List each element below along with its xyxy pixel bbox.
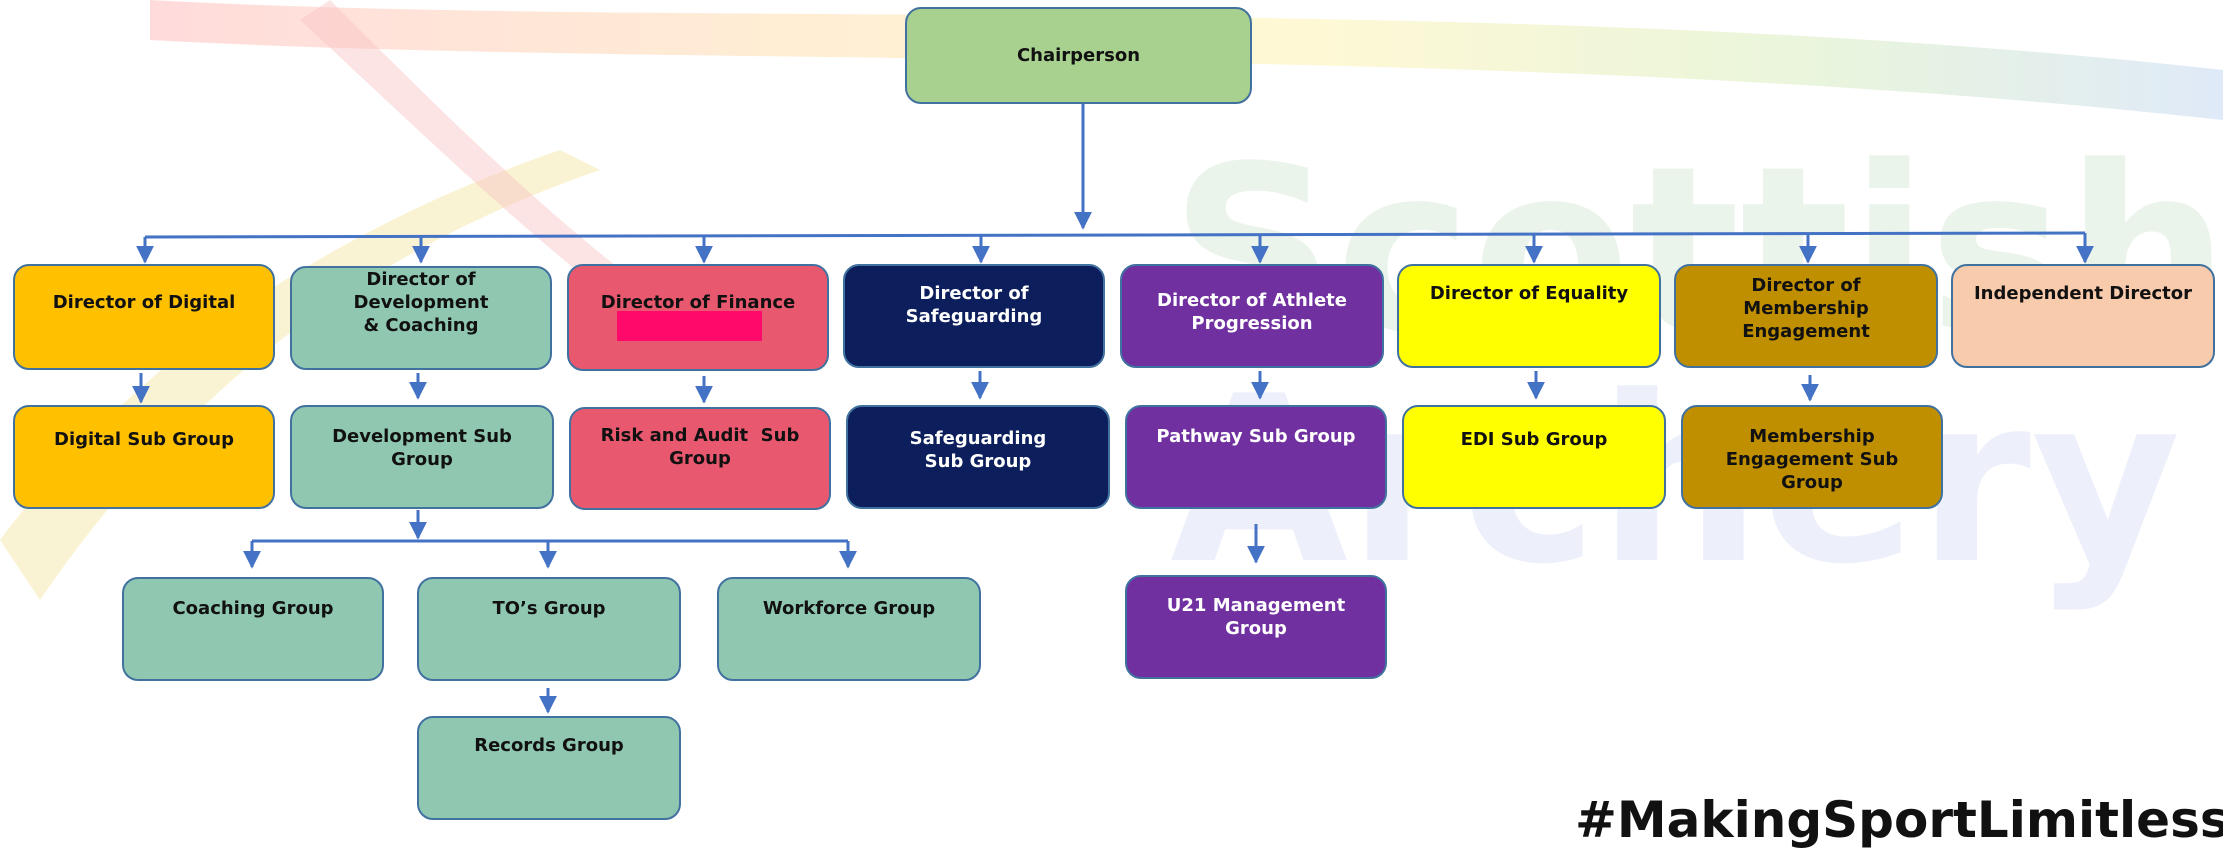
- group-records-box: Records Group: [417, 716, 681, 820]
- subgroup-development-label: Development Sub Group: [332, 426, 512, 470]
- group-coaching-label: Coaching Group: [172, 598, 334, 619]
- group-tos-label: TO’s Group: [492, 598, 606, 619]
- subgroup-safeguarding-label: Safeguarding Sub Group: [909, 428, 1047, 472]
- director-finance-label: Director of Finance: [600, 292, 796, 313]
- group-workforce-box: Workforce Group: [717, 577, 981, 681]
- director-equality-label: Director of Equality: [1429, 283, 1629, 304]
- connector-bus: [144, 231, 2086, 239]
- subgroup-risk-label: Risk and Audit Sub Group: [600, 425, 806, 469]
- subgroup-safeguarding-box: Safeguarding Sub Group: [846, 405, 1110, 509]
- chairperson-label: Chairperson: [1016, 45, 1141, 66]
- chairperson-box: Chairperson: [905, 7, 1252, 104]
- subgroup-edi-label: EDI Sub Group: [1460, 429, 1608, 450]
- director-safeguarding-box: Director of Safeguarding: [843, 264, 1105, 368]
- director-membership-label: Director of Membership Engagement: [1742, 275, 1870, 342]
- group-tos-box: TO’s Group: [417, 577, 681, 681]
- group-records-label: Records Group: [474, 735, 624, 756]
- subgroup-risk-box: Risk and Audit Sub Group: [569, 407, 831, 510]
- director-athlete-box: Director of Athlete Progression: [1120, 264, 1384, 368]
- subgroup-development-box: Development Sub Group: [290, 405, 554, 509]
- director-equality-box: Director of Equality: [1397, 264, 1661, 368]
- group-u21-label: U21 Management Group: [1166, 595, 1346, 639]
- subgroup-membership-label: Membership Engagement Sub Group: [1725, 426, 1899, 493]
- swoosh-left: [0, 150, 600, 600]
- subgroup-membership-box: Membership Engagement Sub Group: [1681, 405, 1943, 509]
- subgroup-edi-box: EDI Sub Group: [1402, 405, 1666, 509]
- group-coaching-box: Coaching Group: [122, 577, 384, 681]
- director-membership-box: Director of Membership Engagement: [1674, 264, 1938, 368]
- subgroup-digital-label: Digital Sub Group: [54, 429, 234, 450]
- director-digital-box: Director of Digital: [13, 264, 275, 370]
- director-independent-label: Independent Director: [1973, 283, 2192, 304]
- subgroup-pathway-label: Pathway Sub Group: [1156, 426, 1356, 447]
- redaction-block: [617, 311, 762, 341]
- hashtag-text: #MakingSportLimitless: [1575, 791, 2223, 849]
- director-safeguarding-label: Director of Safeguarding: [905, 283, 1043, 327]
- director-development-label: Director of Development & Coaching: [353, 269, 489, 336]
- director-independent-box: Independent Director: [1951, 264, 2215, 368]
- connector-lines: [132, 104, 2094, 714]
- director-athlete-label: Director of Athlete Progression: [1157, 290, 1347, 334]
- subgroup-pathway-box: Pathway Sub Group: [1125, 405, 1387, 509]
- group-workforce-label: Workforce Group: [762, 598, 936, 619]
- swoosh-red: [300, 0, 700, 350]
- director-digital-label: Director of Digital: [52, 292, 236, 313]
- group-u21-box: U21 Management Group: [1125, 575, 1387, 679]
- director-development-box: Director of Development & Coaching: [290, 266, 552, 370]
- subgroup-digital-box: Digital Sub Group: [13, 405, 275, 509]
